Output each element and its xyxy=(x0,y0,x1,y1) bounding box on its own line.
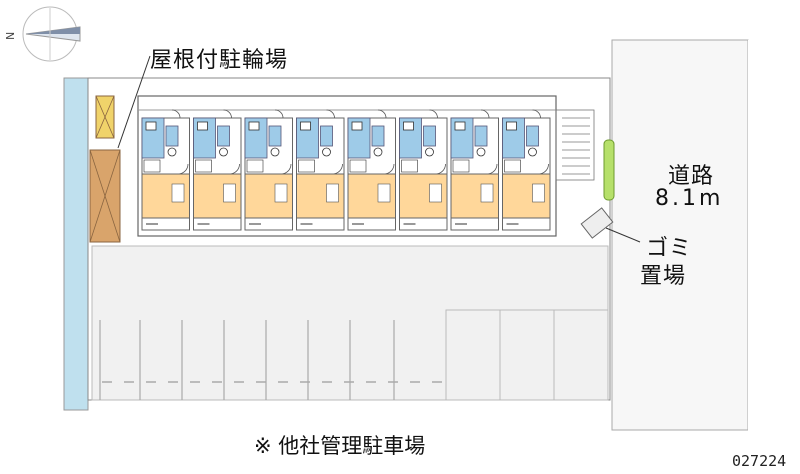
planting-strip xyxy=(603,139,615,201)
stairs xyxy=(555,109,595,181)
bike-shed xyxy=(89,95,121,243)
road-name-label: 道路 xyxy=(668,164,715,189)
bike-leader-line xyxy=(117,55,151,149)
unit xyxy=(296,109,345,231)
unit xyxy=(244,109,293,231)
parking-stall-lines xyxy=(99,320,395,400)
compass-icon: N xyxy=(4,6,81,62)
bike-parking-label: 屋根付駐輪場 xyxy=(150,48,289,73)
road-area xyxy=(611,39,749,431)
unit xyxy=(141,109,190,231)
water-channel xyxy=(63,77,89,411)
road-width-label: 8.1m xyxy=(655,186,724,211)
unit xyxy=(399,109,448,231)
garbage-label-line2: 置場 xyxy=(640,264,687,289)
unit xyxy=(347,109,396,231)
north-label: N xyxy=(4,32,17,40)
garbage-label-line1: ゴミ xyxy=(646,236,693,261)
unit xyxy=(193,109,242,231)
apartment-units xyxy=(141,109,551,231)
unit xyxy=(450,109,499,231)
garbage-area xyxy=(580,207,641,243)
road-edge-right xyxy=(748,40,800,470)
parking-note: ※ 他社管理駐車場 xyxy=(254,434,426,458)
unit xyxy=(502,109,551,231)
parking-big-stalls xyxy=(445,309,609,401)
property-code: 027224 xyxy=(732,452,787,470)
